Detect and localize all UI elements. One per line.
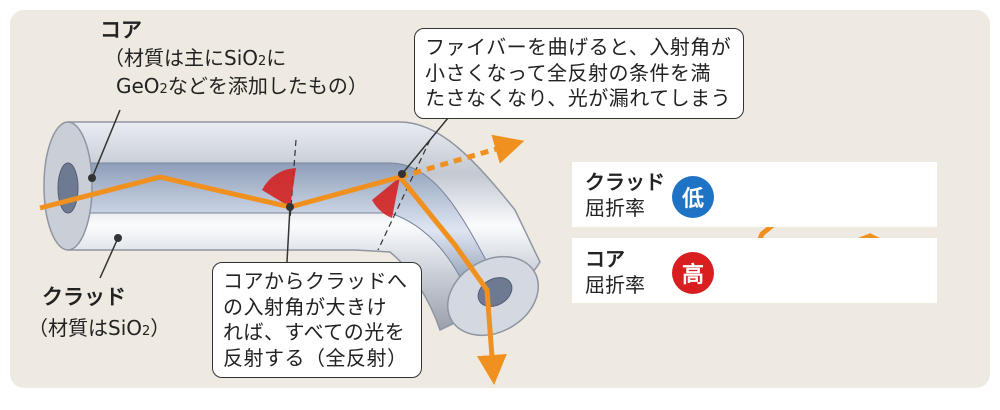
legend-clad-sub: 屈折率 xyxy=(585,196,645,220)
total-reflection-callout: コアからクラッドへ の入射角が大きけ れば、すべての光を 反射する（全反射） xyxy=(212,262,422,379)
legend-clad-row xyxy=(572,162,937,227)
legend-core-sub: 屈折率 xyxy=(585,273,645,297)
callout-line: 反射する（全反射） xyxy=(223,345,408,370)
callout-line: たさなくなり、光が漏れてしまう xyxy=(425,86,732,111)
callout-line: 小さくなって全反射の条件を満 xyxy=(425,60,711,85)
callout-line: コアからクラッドへ xyxy=(223,269,408,293)
leaking-ray xyxy=(399,134,525,180)
badge-low: 低 xyxy=(672,176,714,218)
callout-line: れば、すべての光を xyxy=(223,320,406,345)
badge-high: 高 xyxy=(672,252,714,294)
legend-core-row xyxy=(572,238,937,303)
core-title: コア xyxy=(100,18,142,42)
incidence-angle-1 xyxy=(262,168,296,207)
core-material-line2: GeO2などを添加したもの） xyxy=(116,74,368,98)
bend-leak-callout: ファイバーを曲げると、入射角が 小さくなって全反射の条件を満 たさなくなり、光が… xyxy=(414,28,744,119)
clad-title: クラッド xyxy=(42,285,126,309)
legend-core-name: コア xyxy=(585,247,625,271)
clad-material: （材質はSiO2） xyxy=(28,316,171,340)
callout-line: ファイバーを曲げると、入射角が xyxy=(425,35,732,59)
incidence-angle-2 xyxy=(372,177,400,218)
callout-line: の入射角が大きけ xyxy=(223,294,387,319)
core-material-line1: （材質は主にSiO2に xyxy=(104,46,287,70)
legend-clad-name: クラッド xyxy=(585,170,665,194)
